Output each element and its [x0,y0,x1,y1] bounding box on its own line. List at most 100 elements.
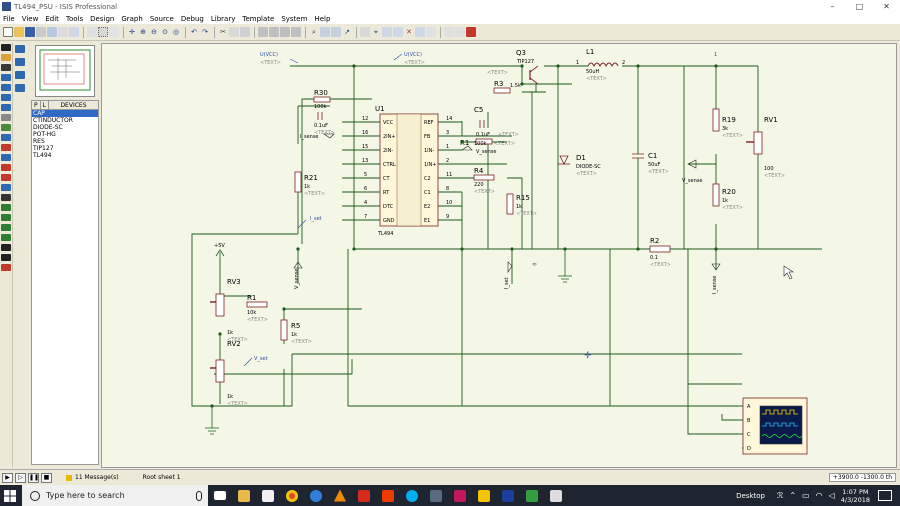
microphone-icon[interactable] [196,490,202,501]
taskbar-chrome[interactable] [280,485,304,506]
schematic-canvas[interactable]: U1 TL494 VCC 2IN+ 2IN- CTRL CT RT DTC GN… [101,43,897,468]
l1-inductor[interactable]: L1 50uH <TEXT> 1 2 [576,48,625,82]
print-area-icon[interactable] [69,27,79,37]
exit-parent-icon[interactable] [426,27,436,37]
marker-icon[interactable] [1,264,11,271]
menu-help[interactable]: Help [314,14,331,23]
menu-template[interactable]: Template [242,14,275,23]
cut-icon[interactable]: ✂ [220,28,226,36]
c5-capacitor[interactable]: C5 0.1uF <TEXT> [474,106,519,138]
r1-resistor[interactable]: R1 100k <TEXT> [460,138,515,147]
c-0-1uf[interactable]: 0.1uF <TEXT> [314,112,335,136]
import-icon[interactable] [36,27,46,37]
decompose-icon[interactable]: ↗ [344,28,350,36]
menu-graph[interactable]: Graph [121,14,143,23]
message-counter[interactable]: 11 Message(s) [66,474,119,481]
taskbar-edge[interactable] [304,485,328,506]
new-sheet-icon[interactable]: ✕ [406,28,412,36]
device-item-res[interactable]: RES [33,138,45,145]
r19-resistor[interactable]: R19 3k <TEXT> [712,108,743,139]
graph-icon[interactable] [1,134,11,141]
taskbar-file-explorer[interactable] [232,485,256,506]
pin-icon[interactable] [1,124,11,131]
r3-resistor[interactable]: R3 1.5k [493,80,521,94]
pick-device-icon[interactable]: ⌕ [312,28,316,36]
netlist-icon[interactable] [455,27,465,37]
junction-icon[interactable] [1,64,11,71]
mirror-x-icon[interactable] [15,71,25,79]
paste-icon[interactable] [240,27,250,37]
notification-icon[interactable] [878,490,892,501]
pick-devices-button[interactable]: P [32,101,41,109]
taskbar-search-box[interactable]: Type here to search [22,485,208,506]
selection-mode-icon[interactable] [1,44,11,51]
menu-library[interactable]: Library [210,14,236,23]
remove-sheet-icon[interactable] [415,27,425,37]
r5-resistor[interactable]: R5 1k <TEXT> [280,319,312,345]
menu-debug[interactable]: Debug [180,14,204,23]
menu-source[interactable]: Source [149,14,174,23]
device-item-cap[interactable]: CAP [32,110,98,117]
battery-icon[interactable]: ▭ [802,491,810,500]
grid-icon[interactable] [98,27,108,37]
taskbar-app-capture[interactable] [544,485,568,506]
wire-autorouter-icon[interactable] [360,27,370,37]
symbol-icon[interactable] [1,254,11,261]
open-folder-icon[interactable] [14,27,24,37]
wire-label-icon[interactable] [1,74,11,81]
r15-resistor[interactable]: R15 1k <TEXT> [506,193,537,217]
step-button[interactable]: ▷ [15,472,26,483]
generator-icon[interactable] [1,154,11,161]
design-explorer-icon[interactable] [393,27,403,37]
terminal-icon[interactable] [1,114,11,121]
bus-icon[interactable] [1,94,11,101]
taskbar-isis[interactable] [496,485,520,506]
block-copy-icon[interactable] [258,27,268,37]
virtual-instrument-icon[interactable] [1,184,11,191]
menu-design[interactable]: Design [90,14,115,23]
taskbar-app-gear[interactable] [424,485,448,506]
r1b-resistor[interactable]: R1 10k <TEXT> [246,294,268,323]
pause-button[interactable]: ❚❚ [28,472,40,483]
plus5v-terminal[interactable]: +5V [214,243,225,259]
device-item-tip127[interactable]: TIP127 [33,145,54,152]
box-icon[interactable] [1,204,11,211]
component-mode-icon[interactable] [1,54,11,61]
taskbar-acrobat[interactable] [352,485,376,506]
new-file-icon[interactable] [3,27,13,37]
voltage-probe-icon[interactable] [1,164,11,171]
export-icon[interactable] [47,27,57,37]
rv3-potentiometer[interactable]: RV3 1k <TEXT> [210,278,248,343]
search-tag-icon[interactable]: ⌖ [374,28,378,36]
r21-resistor[interactable]: R21 1k <TEXT> [294,171,325,197]
mirror-y-icon[interactable] [15,84,25,92]
redo-icon[interactable]: ↷ [202,28,208,36]
device-item-tl494[interactable]: TL494 [33,152,52,159]
erc-icon[interactable] [466,27,476,37]
block-rotate-icon[interactable] [280,27,290,37]
r4-resistor[interactable]: R4 220 <TEXT> [473,167,495,195]
taskbar-app-red[interactable] [448,485,472,506]
line-icon[interactable] [1,194,11,201]
menu-edit[interactable]: Edit [45,14,59,23]
r20-resistor[interactable]: R20 1k <TEXT> [712,183,743,211]
block-move-icon[interactable] [269,27,279,37]
pan-icon[interactable]: ✛ [129,28,135,36]
u1-tl494[interactable]: U1 TL494 VCC 2IN+ 2IN- CTRL CT RT DTC GN… [362,105,452,237]
device-item-diode-sc[interactable]: DIODE-SC [33,124,63,131]
circle-icon[interactable] [1,214,11,221]
overview-window[interactable] [35,45,95,97]
taskbar-office[interactable] [376,485,400,506]
origin-icon[interactable] [109,27,119,37]
chevron-up-icon[interactable]: ⌃ [789,491,797,500]
zoom-in-icon[interactable]: ⊕ [140,28,146,36]
path-icon[interactable] [1,234,11,241]
minimize-button[interactable]: – [830,2,835,11]
menu-file[interactable]: File [3,14,15,23]
taskbar-skype[interactable] [400,485,424,506]
menu-view[interactable]: View [21,14,39,23]
rotate-ccw-icon[interactable] [15,58,25,66]
wifi-icon[interactable]: ◠ [815,491,823,500]
make-device-icon[interactable] [320,27,330,37]
desktop-toolbar[interactable]: Desktop [736,491,765,500]
